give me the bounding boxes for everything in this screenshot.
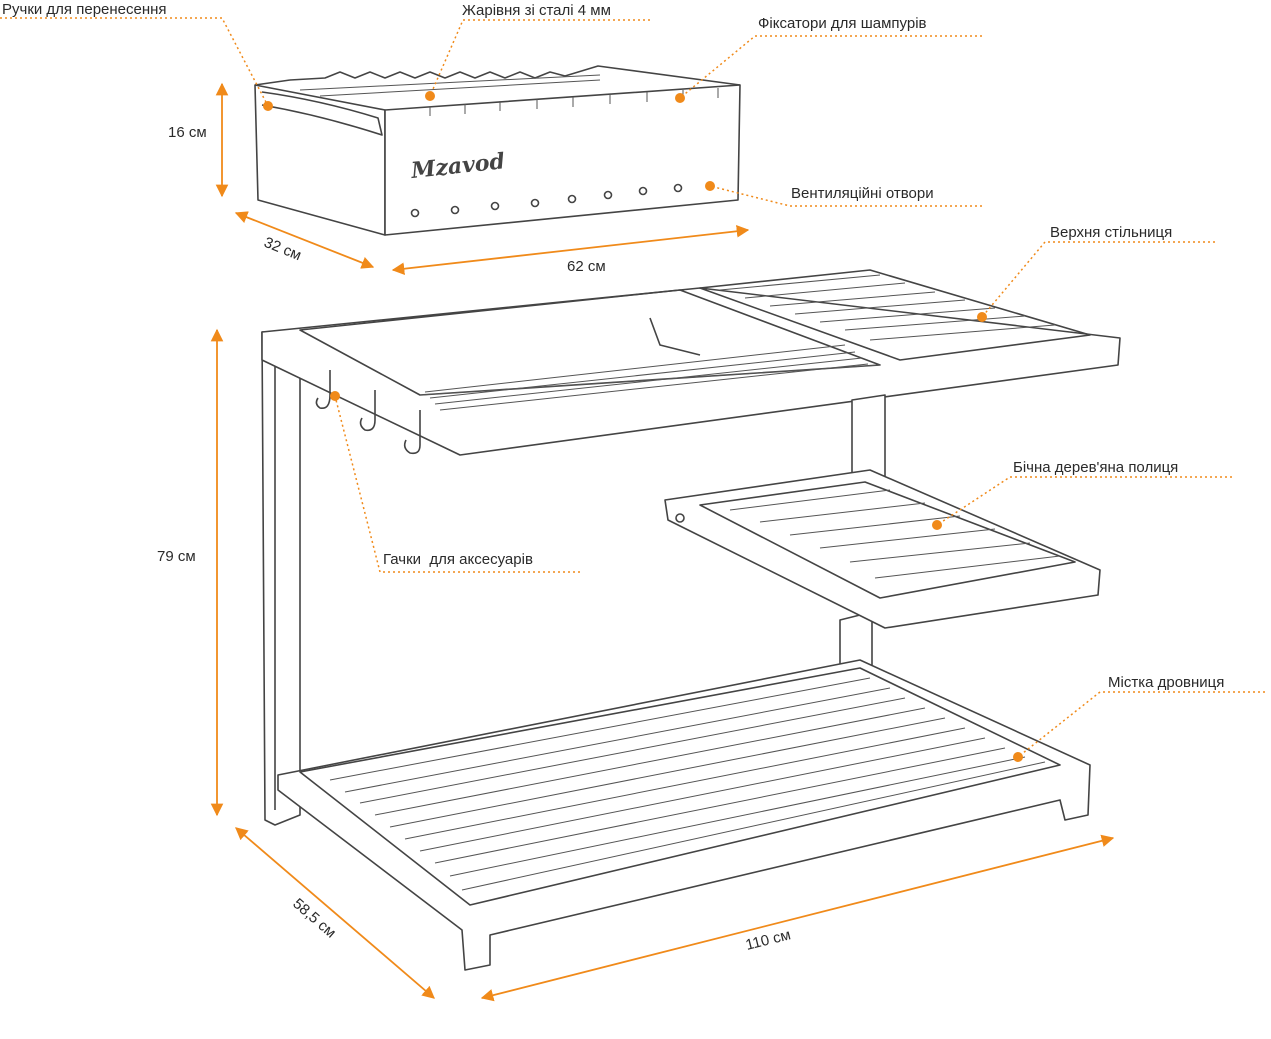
dim-stand-height: 79 см xyxy=(157,548,196,565)
dimension-arrows xyxy=(210,82,1115,1002)
label-handles: Ручки для перенесення xyxy=(2,1,167,18)
label-grill: Жарівня зі сталі 4 мм xyxy=(462,2,611,19)
dim-stand-depth: 58,5 см xyxy=(289,895,339,941)
dim-grill-depth: 32 см xyxy=(262,234,304,264)
label-side-shelf: Бічна дерев'яна полиця xyxy=(1013,459,1178,476)
label-hooks: Гачки для аксесуарів xyxy=(383,551,533,568)
dim-grill-height: 16 см xyxy=(168,124,207,141)
woodstore-marker xyxy=(1013,752,1023,762)
handles-marker xyxy=(263,101,273,111)
skewer-holders-marker xyxy=(675,93,685,103)
stand-drawing xyxy=(261,269,1121,971)
side-shelf-marker xyxy=(932,520,942,530)
dim-grill-length: 62 см xyxy=(567,258,606,275)
label-vents: Вентиляційні отвори xyxy=(791,185,934,202)
vents-marker xyxy=(705,181,715,191)
label-top-table: Верхня стільниця xyxy=(1050,224,1172,241)
hooks-marker xyxy=(330,391,340,401)
grill-box-drawing: Mzavod xyxy=(254,65,741,236)
label-skewer-holders: Фіксатори для шампурів xyxy=(758,15,927,32)
callouts xyxy=(0,17,1265,762)
grill-marker xyxy=(425,91,435,101)
top-table-marker xyxy=(977,312,987,322)
label-woodstore: Містка дровниця xyxy=(1108,674,1224,691)
